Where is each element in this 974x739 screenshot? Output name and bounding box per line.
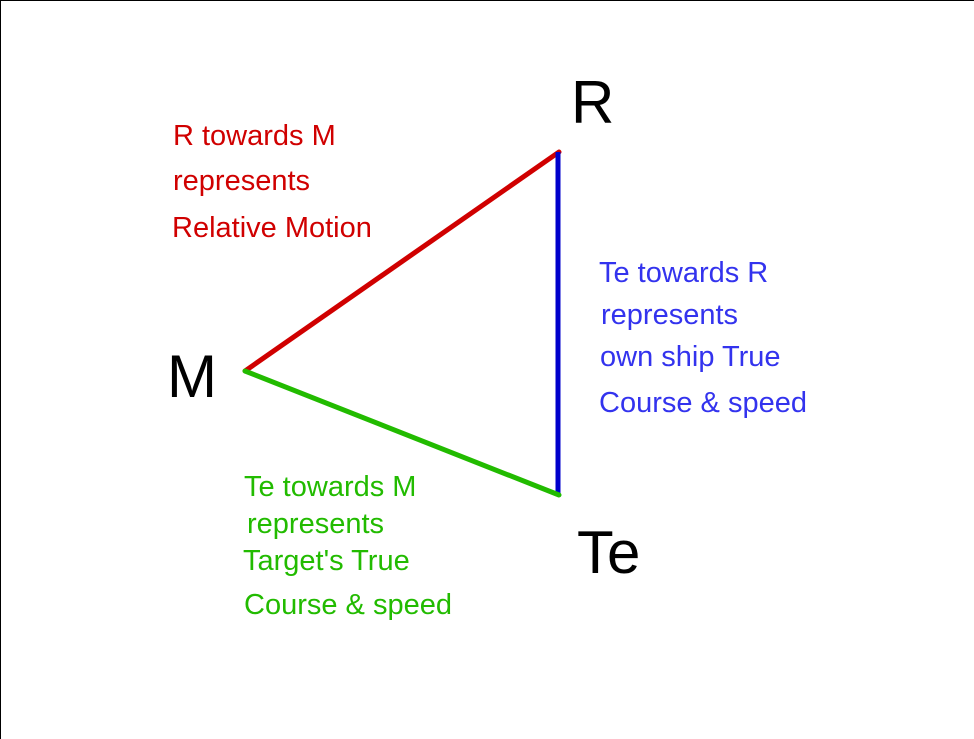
relative-motion-note-line: represents [173, 165, 311, 197]
target-note-line: Te towards M [244, 471, 417, 503]
relative-motion-note-line: R towards M [173, 120, 336, 152]
relative-motion-vector [242, 149, 562, 374]
point-label-m: M [167, 343, 217, 410]
target-vector [242, 368, 562, 498]
own-ship-note-line: represents [601, 299, 739, 331]
relative-motion-note-line: Relative Motion [172, 212, 372, 244]
target-note-line: Target's True [243, 545, 410, 577]
target-note-line: represents [247, 508, 385, 540]
point-label-te: Te [577, 519, 641, 586]
own-ship-note-line: own ship True [600, 341, 781, 373]
point-label-r: R [571, 69, 615, 136]
target-note-line: Course & speed [244, 589, 452, 621]
own-ship-note-line: Te towards R [599, 257, 769, 289]
own-ship-note-line: Course & speed [599, 387, 807, 419]
